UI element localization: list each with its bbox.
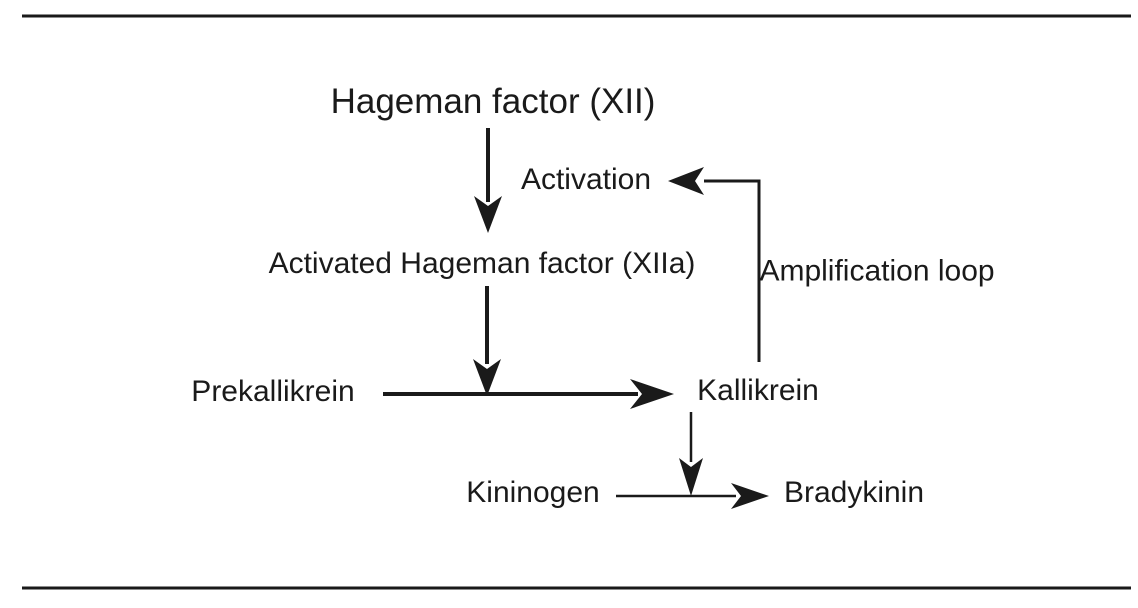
node-kininogen: Kininogen xyxy=(466,476,600,509)
amplification-loop-line xyxy=(704,179,761,362)
edge-label-activation: Activation xyxy=(520,163,652,196)
arrow-hageman-to-activated-head xyxy=(474,196,502,233)
arrow-activated-to-prekallikrein-head xyxy=(473,359,501,396)
arrow-kininogen-to-bradykinin-head xyxy=(731,483,769,509)
node-prekallikrein: Prekallikrein xyxy=(191,375,355,408)
arrow-kallikrein-down-head xyxy=(679,458,703,496)
node-activated-hageman-factor: Activated Hageman factor (XIIa) xyxy=(268,247,696,280)
amplification-loop-arrowhead xyxy=(668,167,704,195)
node-kallikrein: Kallikrein xyxy=(697,374,819,407)
arrow-prekallikrein-to-kallikrein-head xyxy=(630,379,674,409)
node-hageman-factor: Hageman factor (XII) xyxy=(330,82,656,121)
node-bradykinin: Bradykinin xyxy=(783,476,925,509)
edge-label-amplification-loop: Amplification loop xyxy=(759,254,995,288)
